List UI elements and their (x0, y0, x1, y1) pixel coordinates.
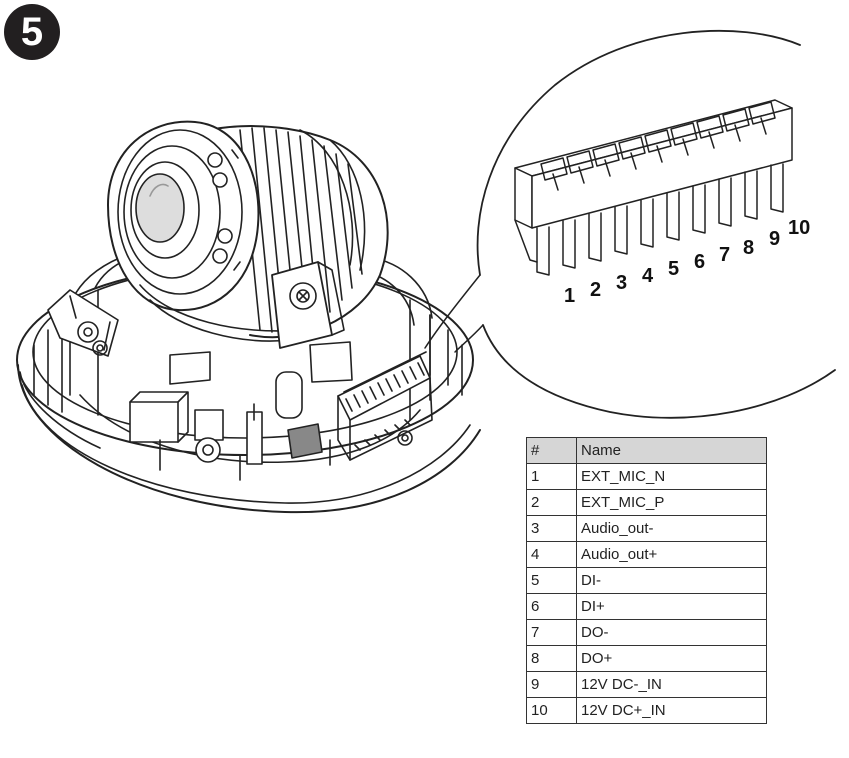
pin-number-cell: 1 (526, 463, 577, 490)
pin-label-4: 4 (642, 265, 654, 287)
pin-name-cell: 12V DC-_IN (576, 671, 767, 698)
pin-number-cell: 8 (526, 645, 577, 672)
pin-label-6: 6 (694, 251, 705, 273)
pin-label-8: 8 (743, 237, 754, 259)
pin-label-7: 7 (719, 244, 730, 266)
pin-number-cell: 7 (526, 619, 577, 646)
pin-name-cell: EXT_MIC_P (576, 489, 767, 516)
pin-number-labels: 1 2 3 4 5 6 7 8 9 10 (564, 217, 810, 307)
terminal-block-enlarged (514, 99, 793, 276)
pin-name-cell: DI+ (576, 593, 767, 620)
tilt-bracket (271, 261, 345, 349)
pin-number-cell: 2 (526, 489, 577, 516)
pin-name-cell: DI- (576, 567, 767, 594)
pin-name-cell: EXT_MIC_N (576, 463, 767, 490)
pin-number-cell: 10 (526, 697, 577, 724)
pcb-components (129, 341, 413, 481)
zoom-callout (424, 29, 836, 419)
pin-label-3: 3 (616, 272, 627, 294)
pin-name-cell: DO+ (576, 645, 767, 672)
header-pin-number: # (526, 437, 577, 464)
pin-number-cell: 9 (526, 671, 577, 698)
step-number: 5 (20, 10, 44, 54)
pin-number-cell: 5 (526, 567, 577, 594)
pin-number-cell: 4 (526, 541, 577, 568)
header-pin-name: Name (576, 437, 767, 464)
left-bracket (47, 289, 119, 357)
lens-module (107, 120, 389, 342)
pin-number-cell: 3 (526, 515, 577, 542)
pin-number-cell: 6 (526, 593, 577, 620)
pin-name-cell: DO- (576, 619, 767, 646)
terminal-block-small (337, 351, 433, 461)
pin-label-2: 2 (590, 279, 601, 301)
step-number-badge: 5 (4, 4, 60, 60)
pin-name-cell: Audio_out+ (576, 541, 767, 568)
pin-label-5: 5 (668, 258, 679, 280)
pin-label-9: 9 (769, 228, 780, 250)
pin-label-10: 10 (788, 217, 810, 239)
pin-name-cell: 12V DC+_IN (576, 697, 767, 724)
pin-name-cell: Audio_out- (576, 515, 767, 542)
table-header-row: # Name (526, 437, 767, 464)
pin-label-1: 1 (564, 285, 575, 307)
